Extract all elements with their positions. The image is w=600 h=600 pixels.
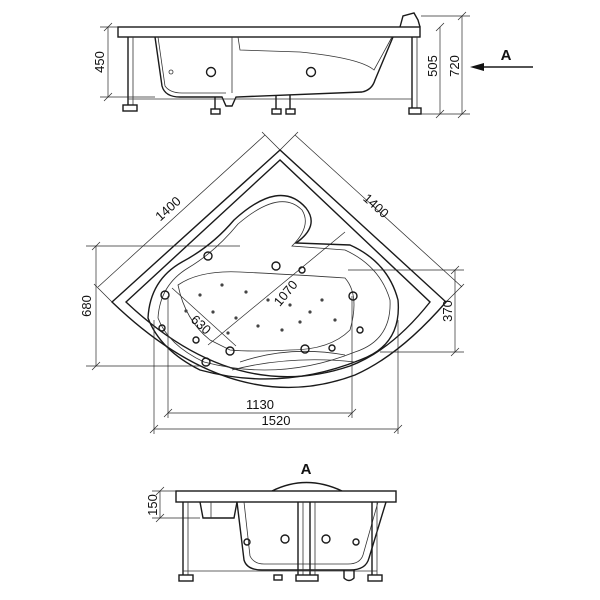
view-marker-a-side: A [501,47,512,64]
dim-depth-left: 680 [79,295,94,317]
dim-depth-right: 370 [440,300,455,322]
dim-side-right: 1400 [360,190,392,220]
dim-total-height: 720 [447,55,462,77]
plan-air-holes [184,283,337,335]
dim-step-height: 150 [145,494,160,516]
dim-side-left: 1400 [152,193,184,223]
dim-diagonal-long: 1070 [271,277,301,309]
dim-inner-width: 1130 [246,397,274,412]
plan-jets [158,251,364,367]
dim-diagonal-short: 630 [188,312,214,338]
view-arrow-icon [470,63,484,71]
dim-tub-height: 450 [92,51,107,73]
view-marker-a-front: A [301,461,312,478]
front-elevation-view: A 150 [145,461,397,582]
side-elevation-view: 450 505 720 A [92,11,533,119]
dim-overall-width: 1520 [262,413,291,428]
dim-rim-height: 505 [425,55,440,77]
plan-view: 1400 1400 680 370 1070 630 1130 [79,131,465,434]
